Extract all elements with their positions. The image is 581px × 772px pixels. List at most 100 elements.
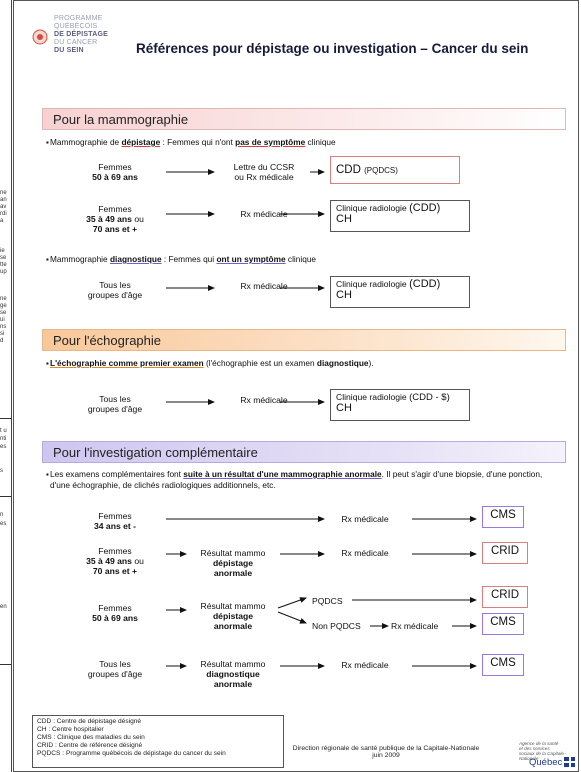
bullet-bold: diagnostique	[316, 358, 369, 368]
who-line: ou	[131, 556, 144, 566]
who-line: groupes d'âge	[87, 404, 143, 414]
who-line: Tous les	[99, 280, 131, 290]
pqdcs-logo-mark-icon	[32, 29, 48, 45]
dest-box-cms: CMS	[482, 654, 524, 676]
via-line: Lettre du CCSR	[233, 162, 295, 172]
dest-text: CDD	[336, 164, 361, 176]
document-page: PROGRAMME QUÉBÉCOIS DE DÉPISTAGE DU CANC…	[13, 0, 579, 772]
agency-line: et des services	[519, 746, 550, 751]
res-line: dépistage	[212, 611, 254, 621]
legend-line: CRID : Centre de référence désigné	[37, 742, 143, 749]
logo-line: PROGRAMME	[54, 15, 103, 22]
who-all-ages: Tous les groupes d'âge	[70, 659, 160, 679]
legend-line: PQDCS : Programme québécois de dépistage…	[37, 750, 226, 757]
dest-text: (CDD)	[409, 278, 441, 290]
strip-glyph: ie	[0, 248, 5, 254]
who-line: 70 ans et +	[92, 224, 138, 234]
who-line: 50 à 69 ans	[92, 172, 138, 182]
via-rx-medicale: Rx médicale	[391, 621, 439, 631]
strip-glyph: se	[0, 255, 7, 261]
who-line: groupes d'âge	[87, 669, 143, 679]
who-all-ages: Tous les groupes d'âge	[70, 394, 160, 414]
strip-glyph: t u	[0, 428, 7, 434]
res-line: Résultat mammo	[200, 659, 266, 669]
logo-line: DE DÉPISTAGE	[54, 31, 109, 38]
bullet-bold: L'échographie comme premier examen	[50, 358, 204, 368]
strip-glyph: ne	[0, 296, 7, 302]
bullet-text: Les examens complémentaires font	[50, 469, 184, 479]
res-line: anormale	[213, 679, 253, 689]
who-line: 50 à 69 ans	[92, 613, 138, 623]
strip-glyph: ui	[0, 317, 5, 323]
strip-rule	[0, 418, 11, 419]
branch-non-pqdcs: Non PQDCS	[312, 621, 361, 631]
strip-glyph: es	[0, 444, 7, 450]
bullet-bold: ont un symptôme	[216, 254, 286, 264]
who-women-35-49-70: Femmes 35 à 49 ans ou 70 ans et +	[70, 546, 160, 576]
legend-line: CH : Centre hospitalier	[37, 726, 104, 733]
who-line: Femmes	[98, 546, 132, 556]
res-line: Résultat mammo	[200, 548, 266, 558]
footer-line: Direction régionale de santé publique de…	[292, 745, 480, 752]
section-heading-mammographie: Pour la mammographie	[42, 108, 566, 130]
bullet-text: : Femmes qui	[161, 254, 217, 264]
res-line: dépistage	[212, 558, 254, 568]
bullet-text: clinique	[285, 254, 317, 264]
who-line: ou	[131, 214, 144, 224]
adjacent-page-strip: ne an av rdi a ie se tte up ne ge se ui …	[0, 0, 12, 772]
resultat-mammo-depistage: Résultat mammo dépistage anormale	[192, 548, 274, 578]
res-line: anormale	[213, 568, 253, 578]
strip-rule	[0, 664, 11, 665]
dest-box-clinique-radiologie: Clinique radiologie (CDD) CH	[330, 200, 470, 232]
logo-line: DU CANCER	[54, 39, 98, 46]
dest-box-clinique-radiologie: Clinique radiologie (CDD - $) CH	[330, 389, 470, 421]
dest-text: Clinique radiologie	[336, 279, 410, 289]
bullet-mammo-depistage: Mammographie de dépistage : Femmes qui n…	[46, 137, 565, 148]
via-line: ou Rx médicale	[234, 172, 294, 182]
who-line: 35 à 49 ans	[86, 214, 132, 224]
who-line: Femmes	[98, 204, 132, 214]
bullet-text: : Femmes qui n'ont	[160, 137, 236, 147]
bullet-text: Mammographie	[50, 254, 110, 264]
dest-box-cdd: CDD (PQDCS)	[330, 156, 460, 184]
via-rx-medicale: Rx médicale	[240, 281, 288, 291]
agency-line: Nationale	[519, 756, 539, 761]
who-line: Tous les	[99, 659, 131, 669]
via-rx-medicale: Rx médicale	[341, 548, 389, 558]
dest-box-crid: CRID	[482, 542, 528, 564]
logo-line: QUÉBÉCOIS	[54, 23, 98, 30]
dest-text: (CDD)	[409, 202, 441, 214]
via-letter-ccsr: Lettre du CCSR ou Rx médicale	[222, 162, 306, 182]
strip-glyph: si	[0, 331, 5, 337]
res-line: anormale	[213, 621, 253, 631]
strip-rule	[0, 496, 11, 497]
via-rx-medicale: Rx médicale	[240, 209, 288, 219]
via-rx-medicale: Rx médicale	[341, 660, 389, 670]
who-women-34-less: Femmes 34 ans et -	[70, 511, 160, 531]
strip-glyph: nti	[0, 436, 7, 442]
who-line: Tous les	[99, 394, 131, 404]
strip-glyph: ns	[0, 324, 7, 330]
strip-glyph: ne	[0, 190, 7, 196]
agency-line: Agence de la santé	[519, 741, 559, 746]
dest-text: Clinique radiologie	[336, 392, 410, 402]
branch-pqdcs: PQDCS	[312, 596, 343, 606]
dest-box-clinique-radiologie: Clinique radiologie (CDD) CH	[330, 276, 470, 308]
dest-text: CH	[336, 289, 352, 301]
via-rx-medicale: Rx médicale	[240, 395, 288, 405]
strip-glyph: s	[0, 468, 3, 474]
bullet-bold: suite à un résultat d'une mammographie a…	[183, 469, 382, 479]
logo-text: PROGRAMME QUÉBÉCOIS DE DÉPISTAGE DU CANC…	[54, 15, 108, 55]
strip-glyph: ge	[0, 303, 7, 309]
quebec-flag-icon	[564, 757, 575, 767]
bullet-bold: pas de symptôme	[235, 137, 306, 147]
pqdcs-logo: PROGRAMME QUÉBÉCOIS DE DÉPISTAGE DU CANC…	[32, 13, 137, 81]
dest-box-cms: CMS	[482, 506, 524, 528]
bullet-bold: diagnostique	[109, 254, 162, 264]
who-line: Femmes	[98, 162, 132, 172]
quebec-wordmark: Québec	[529, 757, 563, 768]
bullet-mammo-diagnostique: Mammographie diagnostique : Femmes qui o…	[46, 254, 565, 265]
dest-box-cms: CMS	[482, 613, 524, 635]
footer-credit: Direction régionale de santé publique de…	[286, 745, 486, 759]
strip-glyph: d	[0, 338, 4, 344]
